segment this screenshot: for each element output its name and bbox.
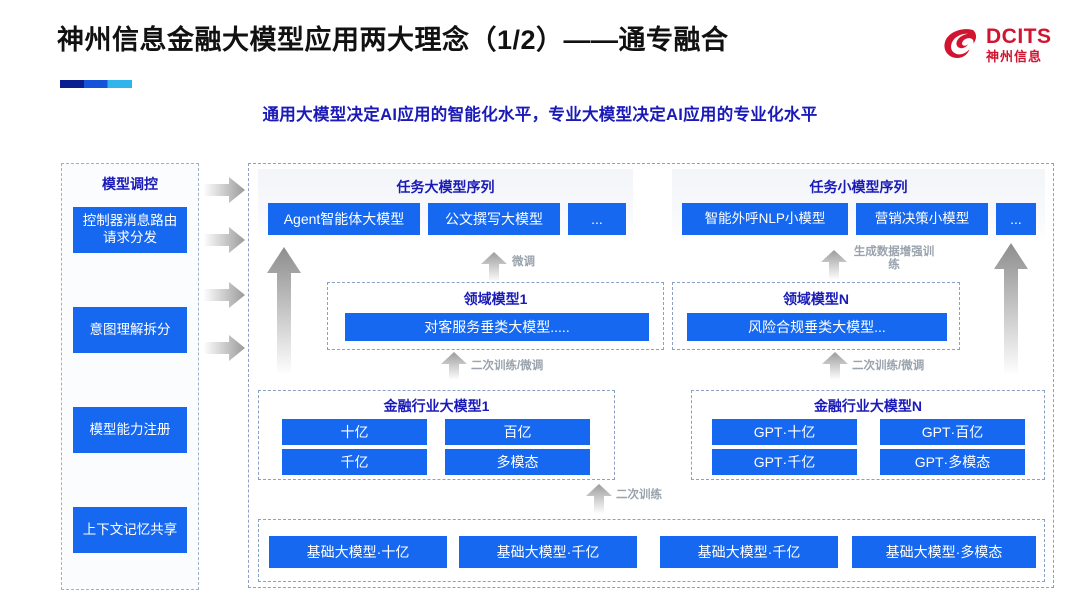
task-group-small-title: 任务小模型序列 [809,179,908,195]
industry-1-item-shiyi[interactable]: 十亿 [282,419,427,445]
page-title: 神州信息金融大模型应用两大理念（1/2）——通专融合 [57,25,729,55]
industry-group-n-title: 金融行业大模型N [813,398,923,414]
industry-group-n: 金融行业大模型N GPT·十亿 GPT·百亿 GPT·千亿 GPT·多模态 [691,390,1045,480]
domain-group-1-title: 领域模型1 [463,291,528,307]
task-group-large-title: 任务大模型序列 [396,179,495,195]
industry-n-item-gpt-multimodal[interactable]: GPT·多模态 [880,449,1025,475]
right-arrow-icon [203,177,245,203]
base-model-item-shiyi[interactable]: 基础大模型·十亿 [269,536,447,568]
right-arrow-icon [203,282,245,308]
brand-logo: DCITS 神州信息 [940,18,1066,70]
domain-group-n: 领域模型N 风险合规垂类大模型... [672,282,960,350]
control-item-intent[interactable]: 意图理解拆分 [73,307,187,353]
title-underline-rule [60,80,132,88]
arrow-label-retrain-left: 二次训练/微调 [471,360,544,372]
industry-n-item-gpt-qianyi[interactable]: GPT·千亿 [712,449,857,475]
task-group-large: 任务大模型序列 Agent智能体大模型 公文撰写大模型 ... [258,169,633,243]
domain-group-1: 领域模型1 对客服务垂类大模型..... [327,282,664,350]
domain-group-n-title: 领域模型N [782,291,850,307]
industry-group-1-title: 金融行业大模型1 [383,398,490,414]
up-arrow-icon [267,247,301,375]
logo-text-cn: 神州信息 [986,48,1043,64]
up-arrow-icon [822,352,848,380]
industry-n-item-gpt-baiyi[interactable]: GPT·百亿 [880,419,1025,445]
arrow-label-data-augmentation: 生成数据增强训练 [853,246,935,272]
up-arrow-icon [481,252,507,282]
base-model-item-multimodal[interactable]: 基础大模型·多模态 [852,536,1036,568]
industry-1-item-multimodal[interactable]: 多模态 [445,449,590,475]
right-arrow-icon [203,335,245,361]
task-large-item-agent[interactable]: Agent智能体大模型 [268,203,420,235]
industry-1-item-baiyi[interactable]: 百亿 [445,419,590,445]
arrow-label-finetune-left: 微调 [512,256,535,268]
industry-group-1: 金融行业大模型1 十亿 百亿 千亿 多模态 [258,390,615,480]
logo-text-en: DCITS [986,24,1052,48]
control-item-router[interactable]: 控制器消息路由请求分发 [73,207,187,253]
task-small-item-more[interactable]: ... [996,203,1036,235]
control-column-title: 模型调控 [102,176,158,192]
base-model-group: 基础大模型·十亿 基础大模型·千亿 基础大模型·千亿 基础大模型·多模态 [258,519,1045,582]
domain-group-n-item[interactable]: 风险合规垂类大模型... [687,313,947,341]
architecture-panel: 任务大模型序列 Agent智能体大模型 公文撰写大模型 ... 任务小模型序列 … [248,163,1054,588]
task-small-item-marketing[interactable]: 营销决策小模型 [856,203,988,235]
up-arrow-icon [821,250,847,280]
up-arrow-icon [586,484,612,514]
task-group-small: 任务小模型序列 智能外呼NLP小模型 营销决策小模型 ... [672,169,1045,243]
domain-group-1-item[interactable]: 对客服务垂类大模型..... [345,313,649,341]
up-arrow-icon [994,243,1028,375]
task-large-item-doc[interactable]: 公文撰写大模型 [428,203,560,235]
industry-1-item-qianyi[interactable]: 千亿 [282,449,427,475]
base-model-item-qianyi-2[interactable]: 基础大模型·千亿 [660,536,838,568]
control-item-context[interactable]: 上下文记忆共享 [73,507,187,553]
base-model-item-qianyi-1[interactable]: 基础大模型·千亿 [459,536,637,568]
task-small-item-nlp[interactable]: 智能外呼NLP小模型 [682,203,848,235]
control-column: 模型调控 控制器消息路由请求分发 意图理解拆分 模型能力注册 上下文记忆共享 [61,163,199,590]
task-large-item-more[interactable]: ... [568,203,626,235]
page-subtitle: 通用大模型决定AI应用的智能化水平，专业大模型决定AI应用的专业化水平 [262,106,818,124]
right-arrow-icon [203,227,245,253]
industry-n-item-gpt-shiyi[interactable]: GPT·十亿 [712,419,857,445]
dcits-swirl-icon [940,24,980,64]
arrow-label-retrain-right: 二次训练/微调 [852,360,925,372]
control-item-registry[interactable]: 模型能力注册 [73,407,187,453]
arrow-label-retrain-base: 二次训练 [616,489,662,501]
up-arrow-icon [441,352,467,380]
